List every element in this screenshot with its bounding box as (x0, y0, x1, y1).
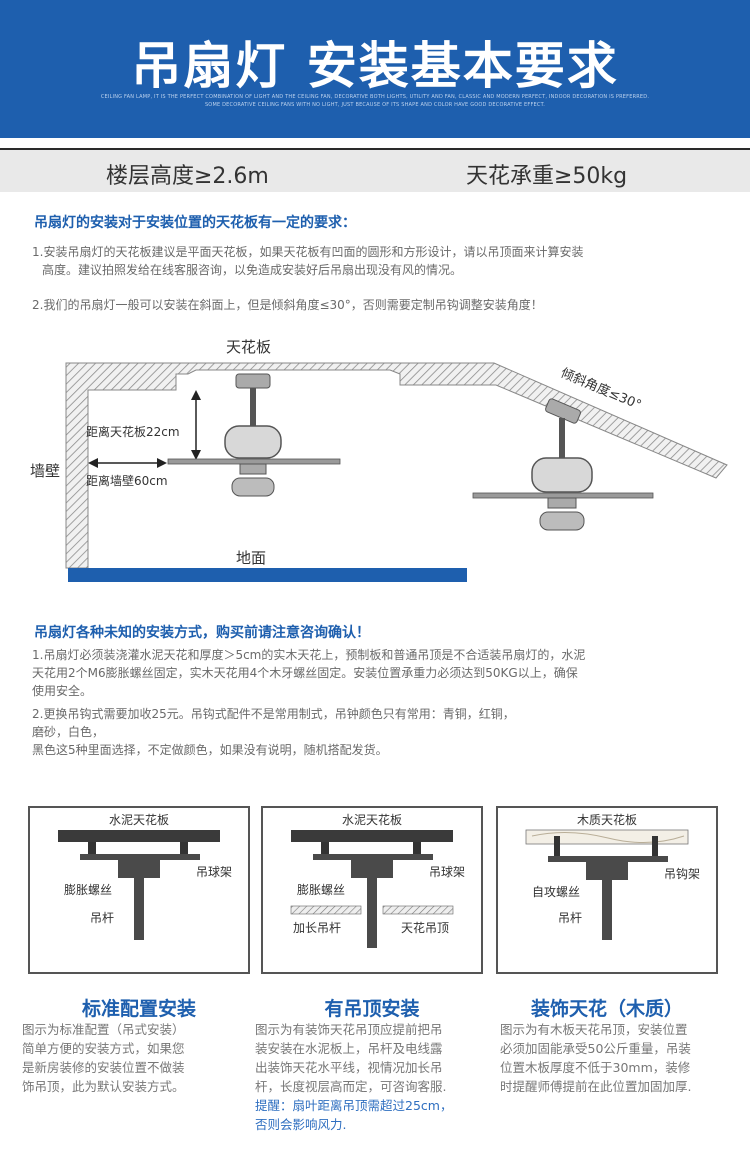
box1-bracket-label: 吊球架 (196, 865, 232, 879)
box2-caption-title: 有吊顶安装 (324, 998, 420, 1020)
box1-caption: 图示为标准配置（吊式安装） 简单方便的安装方式，如果您 是新房装修的安装位置不做… (22, 1022, 185, 1094)
install-box-standard: 水泥天花板 吊球架 膨胀螺丝 吊杆 (28, 806, 250, 974)
box2-caption-note-line1: 提醒：扇叶距离吊顶需超过25cm， (255, 1098, 453, 1113)
floor-label: 地面 (236, 549, 266, 567)
wall-distance-label: 距离墙壁60cm (86, 473, 168, 488)
box2-rod-label: 加长吊杆 (293, 921, 341, 935)
section2-p1-line1: 1.吊扇灯必须装浇灌水泥天花和厚度＞5cm的实木天花上，预制板和普通吊顶是不合适… (32, 648, 586, 662)
section1-title: 吊扇灯的安装对于安装位置的天花板有一定的要求： (34, 215, 356, 231)
box2-bracket-label: 吊球架 (429, 865, 465, 879)
box1-caption-title: 标准配置安装 (81, 998, 196, 1020)
section2-p1-line3: 使用安全。 (32, 684, 93, 698)
box3-title: 木质天花板 (577, 812, 637, 827)
install-box-wood-ceiling: 木质天花板 吊钩架 自攻螺丝 吊杆 (496, 806, 718, 974)
box1-title: 水泥天花板 (109, 812, 169, 827)
box3-rod-label: 吊杆 (558, 911, 582, 925)
ceiling-label: 天花板 (226, 338, 271, 356)
section2-p2-line2: 磨砂，白色， (32, 725, 105, 739)
box3-bracket-label: 吊钩架 (664, 867, 700, 881)
install-box-suspended-ceiling: 水泥天花板 吊球架 膨胀螺丝 加长吊杆 天花吊顶 (261, 806, 483, 974)
box2-title: 水泥天花板 (342, 812, 402, 827)
floor-height-requirement: 楼层高度≥2.6m (106, 164, 269, 189)
ceiling-wall-structure (65, 362, 728, 569)
box2-ceiling-label: 天花吊顶 (401, 920, 449, 935)
section2-p1-line2: 天花用2个M6膨胀螺丝固定，实木天花用4个木牙螺丝固定。安装位置承重力必须达到5… (32, 666, 578, 680)
section1-p2: 2.我们的吊扇灯一般可以安装在斜面上，但是倾斜角度≤30°，否则需要定制吊钩调整… (32, 298, 543, 312)
header-subtitle-line1: CEILING FAN LAMP, IT IS THE PERFECT COMB… (100, 94, 650, 100)
requirement-band: 楼层高度≥2.6m 天花承重≥50kg (0, 148, 750, 192)
ceiling-fan-sloped (472, 398, 654, 531)
section1-p1-line1: 1.安装吊扇灯的天花板建议是平面天花板，如果天花板有凹面的圆形和方形设计，请以吊… (32, 245, 584, 259)
box3-caption-title: 装饰天花（木质） (530, 998, 683, 1020)
box1-screw-label: 膨胀螺丝 (64, 883, 112, 897)
ceiling-distance-label: 距离天花板22cm (86, 424, 180, 439)
section2-p2-line1: 2.更换吊钩式需要加收25元。吊钩式配件不是常用制式，吊钟颜色只有常用：青铜，红… (32, 707, 515, 721)
page-title: 吊扇灯 安装基本要求 (131, 37, 619, 95)
floor-bar (68, 568, 467, 582)
ceiling-load-requirement: 天花承重≥50kg (466, 164, 628, 189)
box2-screw-label: 膨胀螺丝 (297, 883, 345, 897)
header-subtitle-line2: SOME DECORATIVE CEILING FANS WITH NO LIG… (204, 102, 546, 108)
box1-rod-label: 吊杆 (90, 911, 114, 925)
installation-diagram: 天花板 墙壁 地面 倾斜角度≤30° 距离天花板22cm 距离墙壁60cm (30, 338, 728, 582)
box3-caption: 图示为有木板天花吊顶，安装位置 必须加固能承受50公斤重量，吊装 位置木板厚度不… (500, 1022, 692, 1094)
wall-label: 墙壁 (30, 462, 60, 480)
box2-caption: 图示为有装饰天花吊顶应提前把吊 装安装在水泥板上，吊杆及电线露 出装饰天花水平线… (255, 1020, 491, 1134)
box2-caption-note-line2: 否则会影响风力. (255, 1117, 347, 1132)
section2-title: 吊扇灯各种未知的安装方式，购买前请注意咨询确认！ (34, 625, 370, 641)
box3-screw-label: 自攻螺丝 (532, 885, 580, 899)
header-banner: 吊扇灯 安装基本要求 CEILING FAN LAMP, IT IS THE P… (0, 0, 750, 138)
section2-p2-line3: 黑色这5种里面选择，不定做颜色，如果没有说明，随机搭配发货。 (32, 743, 388, 757)
section1-p1-line2: 高度。建议拍照发给在线客服咨询，以免造成安装好后吊扇出现没有风的情况。 (42, 263, 463, 277)
ceiling-fan-flat (167, 373, 341, 497)
